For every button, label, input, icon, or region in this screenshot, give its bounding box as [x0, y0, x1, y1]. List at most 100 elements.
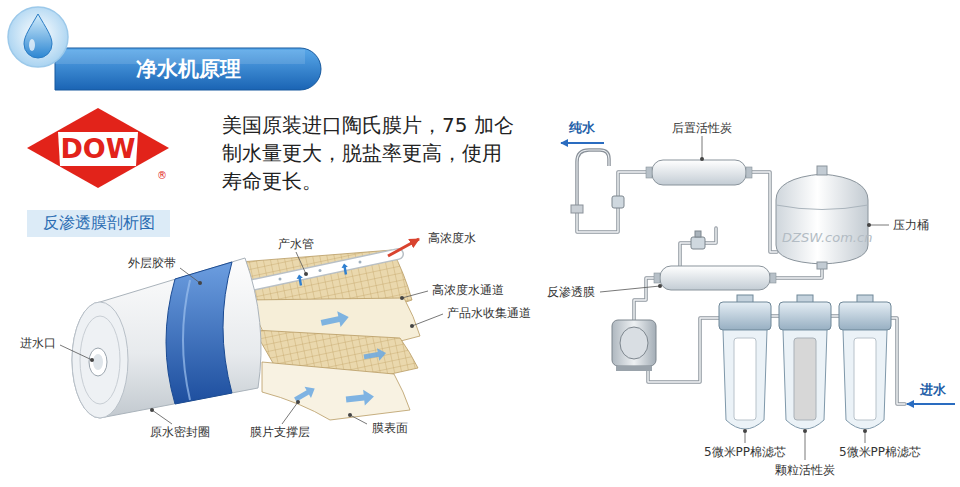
- flow-arrow: [345, 389, 375, 408]
- flow-arrow: [292, 309, 387, 407]
- pressure-tank: [817, 262, 827, 269]
- filter-housing: [734, 338, 756, 420]
- leader-line: [180, 268, 200, 283]
- dow-logo: [27, 108, 169, 188]
- leader-line: [410, 324, 414, 328]
- page-title: 净水机原理: [136, 55, 241, 83]
- filter-housing: [783, 330, 827, 429]
- leader-line: [803, 429, 807, 433]
- faucet: [577, 150, 609, 212]
- part-label: 后置活性炭: [672, 121, 732, 135]
- product-tube: [341, 263, 349, 275]
- logo-text: DOW: [60, 133, 135, 165]
- filter-housing: [719, 295, 891, 429]
- part-label: 反渗透膜: [547, 285, 595, 299]
- leader-line: [150, 408, 154, 412]
- leader-line: [60, 345, 92, 360]
- product-tube: [238, 254, 398, 288]
- leader-line: [702, 136, 703, 159]
- flow-restrictor: [691, 231, 705, 249]
- drop-icon: [24, 14, 52, 58]
- ro-membrane-housing: [654, 266, 776, 290]
- pressure-tank: [776, 166, 868, 269]
- flow-arrow: [292, 383, 318, 405]
- part-label: 膜片支撑层: [250, 425, 310, 439]
- membrane-sheet: [240, 250, 420, 420]
- booster-pump: [612, 320, 656, 366]
- part-label: 高浓度水通道: [432, 283, 504, 297]
- flow-label: 进水: [920, 382, 946, 398]
- flow-arrow: [320, 309, 351, 330]
- pure-water-arrow: [561, 142, 604, 144]
- drop-icon: [29, 39, 35, 51]
- intro-text: 美国原装进口陶氏膜片，75 加仑 制水量更大，脱盐率更高，使用 寿命更长。: [222, 111, 517, 195]
- filter-housing: [723, 330, 767, 429]
- faucet: [571, 150, 609, 213]
- flow-arrow: [363, 347, 387, 363]
- booster-pump: [620, 327, 648, 359]
- product-tube: [279, 278, 282, 281]
- leader-line: [863, 429, 867, 433]
- title-bar: [55, 48, 321, 90]
- flow-label: 纯水: [569, 120, 595, 136]
- leader-line: [296, 252, 306, 274]
- leader-line: [348, 413, 352, 417]
- part-label: 5微米PP棉滤芯: [704, 445, 786, 459]
- filter-housing: [839, 302, 891, 330]
- inlet-arrow: [907, 404, 955, 405]
- post-carbon-filter: [746, 167, 752, 178]
- part-label: 产品水收集通道: [447, 306, 531, 320]
- leader-line: [700, 157, 704, 161]
- dow-logo: [58, 132, 138, 166]
- post-carbon-filter: [646, 160, 752, 185]
- part-label: 5微米PP棉滤芯: [839, 445, 921, 459]
- faucet: [571, 205, 583, 213]
- product-tube: [238, 254, 398, 288]
- filter-housing: [794, 338, 816, 420]
- leader-line: [412, 314, 443, 326]
- title-bar: [55, 48, 321, 90]
- part-label: 产水管: [278, 237, 314, 251]
- product-tube: [296, 274, 304, 286]
- leader-line: [402, 291, 428, 298]
- membrane-cylinder: [93, 354, 103, 370]
- pressure-tank: [776, 205, 868, 210]
- part-label: 颗粒活性炭: [775, 463, 835, 477]
- watermark: DZSW.com.cn: [782, 230, 872, 246]
- node-text: 反渗透膜剖析图: [43, 213, 155, 234]
- ro-membrane-housing: [654, 273, 660, 283]
- leader-line: [869, 225, 889, 226]
- product-tube: [238, 254, 398, 288]
- membrane-cylinder: [72, 258, 261, 418]
- post-carbon-filter: [646, 167, 652, 178]
- leader-line: [658, 284, 662, 288]
- filter-housing: [779, 302, 831, 330]
- leader-line: [600, 286, 660, 292]
- booster-pump: [616, 366, 652, 371]
- leader-line: [282, 402, 298, 424]
- leader-line: [304, 272, 308, 276]
- check-valve: [612, 196, 624, 208]
- pressure-tank: [817, 166, 827, 175]
- leader-line: [743, 429, 747, 433]
- filter-housing: [843, 330, 887, 429]
- membrane-cylinder: [72, 302, 128, 418]
- part-label: 膜表面: [372, 421, 408, 435]
- membrane-cylinder: [166, 262, 232, 404]
- part-label: 压力桶: [893, 218, 929, 232]
- dow-logo: [27, 108, 169, 188]
- part-label: 高浓度水: [428, 231, 476, 245]
- trademark: ®: [157, 170, 167, 182]
- leader-line: [350, 415, 367, 424]
- leader-line: [867, 223, 871, 227]
- section-tab: 反渗透膜剖析图: [27, 210, 170, 237]
- pressure-tank: [776, 174, 868, 264]
- product-tube: [319, 269, 322, 272]
- part-label: 原水密封圈: [150, 425, 210, 439]
- leader-line: [90, 358, 94, 362]
- check-valve: [612, 196, 624, 208]
- drop-icon: [8, 7, 68, 67]
- product-tube: [359, 261, 362, 264]
- filter-housing: [854, 338, 876, 420]
- filter-housing: [719, 302, 771, 330]
